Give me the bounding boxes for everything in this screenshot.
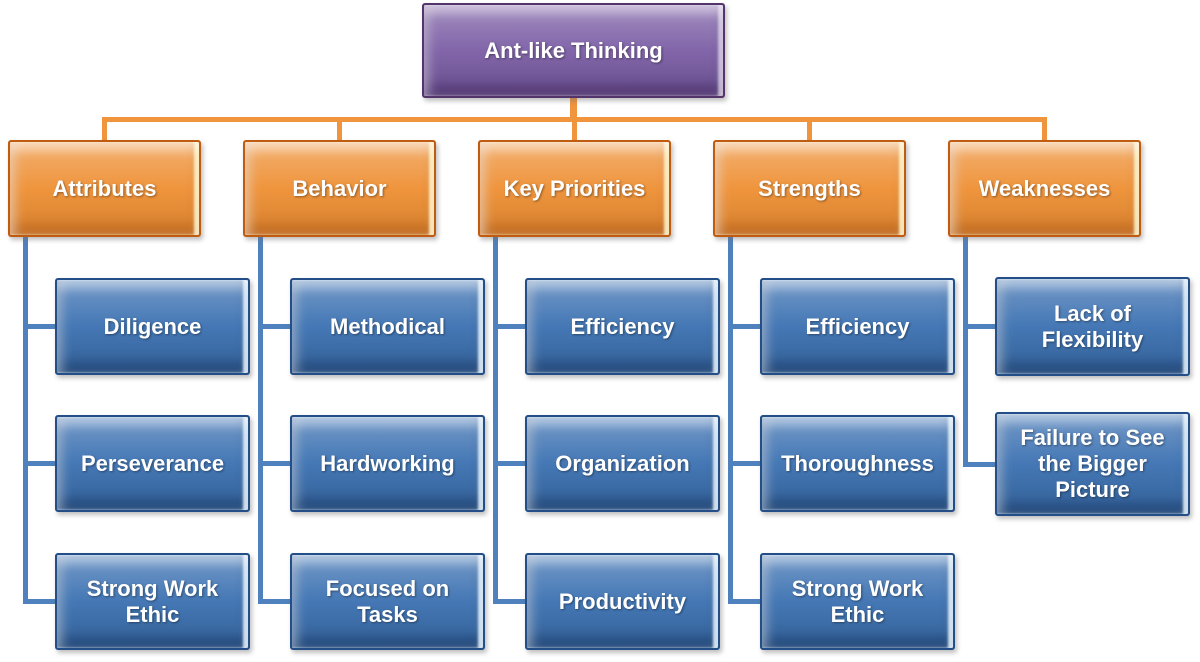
connector-drop-weaknesses <box>1042 121 1047 141</box>
connector-stub <box>493 324 527 329</box>
child-label: Lack of Flexibility <box>1041 300 1144 352</box>
child-label: Diligence <box>103 313 202 339</box>
child-node-hardworking: Hardworking <box>290 415 485 512</box>
connector-stub <box>258 324 292 329</box>
category-node-strengths: Strengths <box>713 140 906 237</box>
child-node-diligence: Diligence <box>55 278 250 375</box>
category-node-weaknesses: Weaknesses <box>948 140 1141 237</box>
child-label: Perseverance <box>80 450 225 476</box>
root-node: Ant-like Thinking <box>422 3 725 98</box>
child-label: Efficiency <box>805 313 910 339</box>
child-node-focused-on-tasks: Focused on Tasks <box>290 553 485 650</box>
category-label: Behavior <box>292 175 387 201</box>
connector-drop-key-priorities <box>572 121 577 141</box>
connector-drop-strengths <box>807 121 812 141</box>
connector-vertical-attributes <box>23 236 28 604</box>
category-label: Strengths <box>758 175 861 201</box>
connector-stub <box>963 324 997 329</box>
child-node-efficiency-strengths: Efficiency <box>760 278 955 375</box>
child-node-bigger-picture: Failure to See the Bigger Picture <box>995 412 1190 516</box>
child-label: Failure to See the Bigger Picture <box>1020 425 1165 502</box>
category-label: Key Priorities <box>503 175 646 201</box>
child-label: Strong Work Ethic <box>86 575 219 627</box>
connector-stub <box>493 461 527 466</box>
child-label: Efficiency <box>570 313 675 339</box>
child-label: Productivity <box>558 588 687 614</box>
connector-root-stub <box>570 97 577 119</box>
connector-drop-attributes <box>102 121 107 141</box>
child-label: Organization <box>555 450 690 476</box>
connector-stub <box>728 324 762 329</box>
connector-vertical-weaknesses <box>963 236 968 467</box>
connector-stub <box>728 461 762 466</box>
category-node-attributes: Attributes <box>8 140 201 237</box>
connector-stub <box>728 599 762 604</box>
connector-stub <box>258 599 292 604</box>
connector-stub <box>258 461 292 466</box>
child-label: Thoroughness <box>781 450 934 476</box>
child-node-strong-work-ethic-strengths: Strong Work Ethic <box>760 553 955 650</box>
child-node-lack-of-flexibility: Lack of Flexibility <box>995 277 1190 376</box>
child-label: Strong Work Ethic <box>791 575 924 627</box>
child-label: Hardworking <box>320 450 455 476</box>
child-node-productivity: Productivity <box>525 553 720 650</box>
category-label: Weaknesses <box>978 175 1111 201</box>
connector-stub <box>493 599 527 604</box>
category-node-behavior: Behavior <box>243 140 436 237</box>
connector-stub <box>23 599 57 604</box>
connector-drop-behavior <box>337 121 342 141</box>
connector-vertical-strengths <box>728 236 733 604</box>
child-node-thoroughness: Thoroughness <box>760 415 955 512</box>
child-label: Focused on Tasks <box>325 575 450 627</box>
connector-stub <box>23 324 57 329</box>
child-node-methodical: Methodical <box>290 278 485 375</box>
category-label: Attributes <box>52 175 157 201</box>
child-node-organization: Organization <box>525 415 720 512</box>
child-node-perseverance: Perseverance <box>55 415 250 512</box>
child-node-strong-work-ethic-attributes: Strong Work Ethic <box>55 553 250 650</box>
child-label: Methodical <box>330 313 445 339</box>
category-node-key-priorities: Key Priorities <box>478 140 671 237</box>
root-node-label: Ant-like Thinking <box>484 37 663 63</box>
child-node-efficiency-key-priorities: Efficiency <box>525 278 720 375</box>
connector-vertical-behavior <box>258 236 263 604</box>
connector-vertical-key-priorities <box>493 236 498 604</box>
connector-stub <box>23 461 57 466</box>
connector-top-horizontal <box>102 117 1047 122</box>
connector-stub <box>963 462 997 467</box>
